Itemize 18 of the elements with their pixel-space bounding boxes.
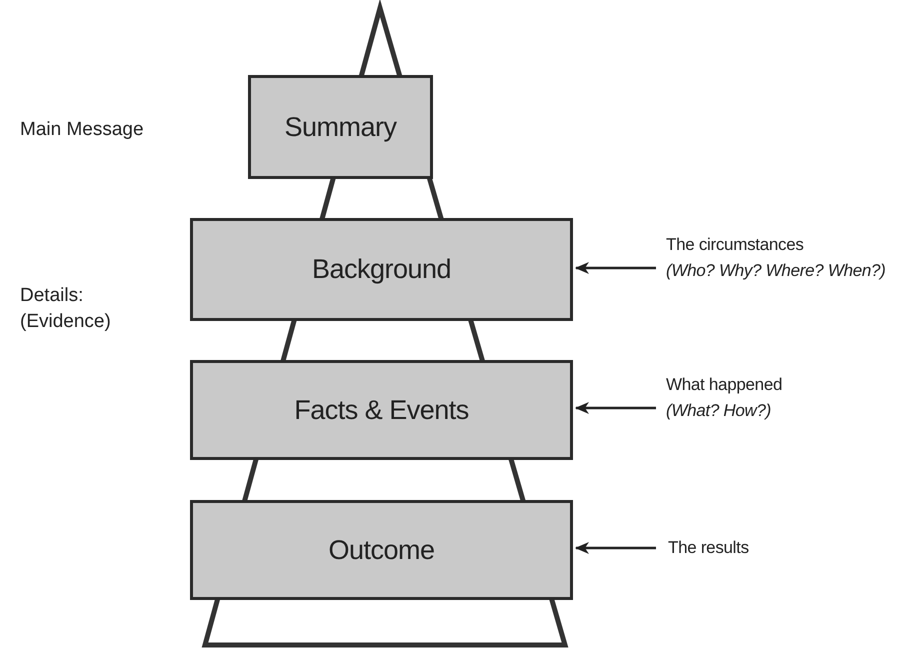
question-list: (What? How?) xyxy=(666,398,782,424)
annotation-text: The circumstances xyxy=(666,234,805,256)
tier-title: Summary xyxy=(284,112,396,142)
arrow xyxy=(575,402,656,414)
side-note: Details: (Evidence) xyxy=(20,284,112,334)
pyramid-tier-box xyxy=(190,360,573,460)
tier-title: Facts & Events xyxy=(294,394,469,426)
arrow xyxy=(575,262,656,274)
tier-title: Background xyxy=(312,254,452,285)
side-label: Main Message xyxy=(20,118,144,142)
annotation-text: The results xyxy=(668,537,749,559)
question-list: (Who? Why? Where? When?) xyxy=(666,258,886,284)
arrow xyxy=(575,542,656,554)
annotation-text: What happened xyxy=(666,374,782,396)
pyramid-tier-box xyxy=(190,500,573,600)
pyramid-tier-box xyxy=(248,75,433,179)
tier-title: Outcome xyxy=(328,534,435,566)
pyramid-tier-box xyxy=(190,218,573,321)
